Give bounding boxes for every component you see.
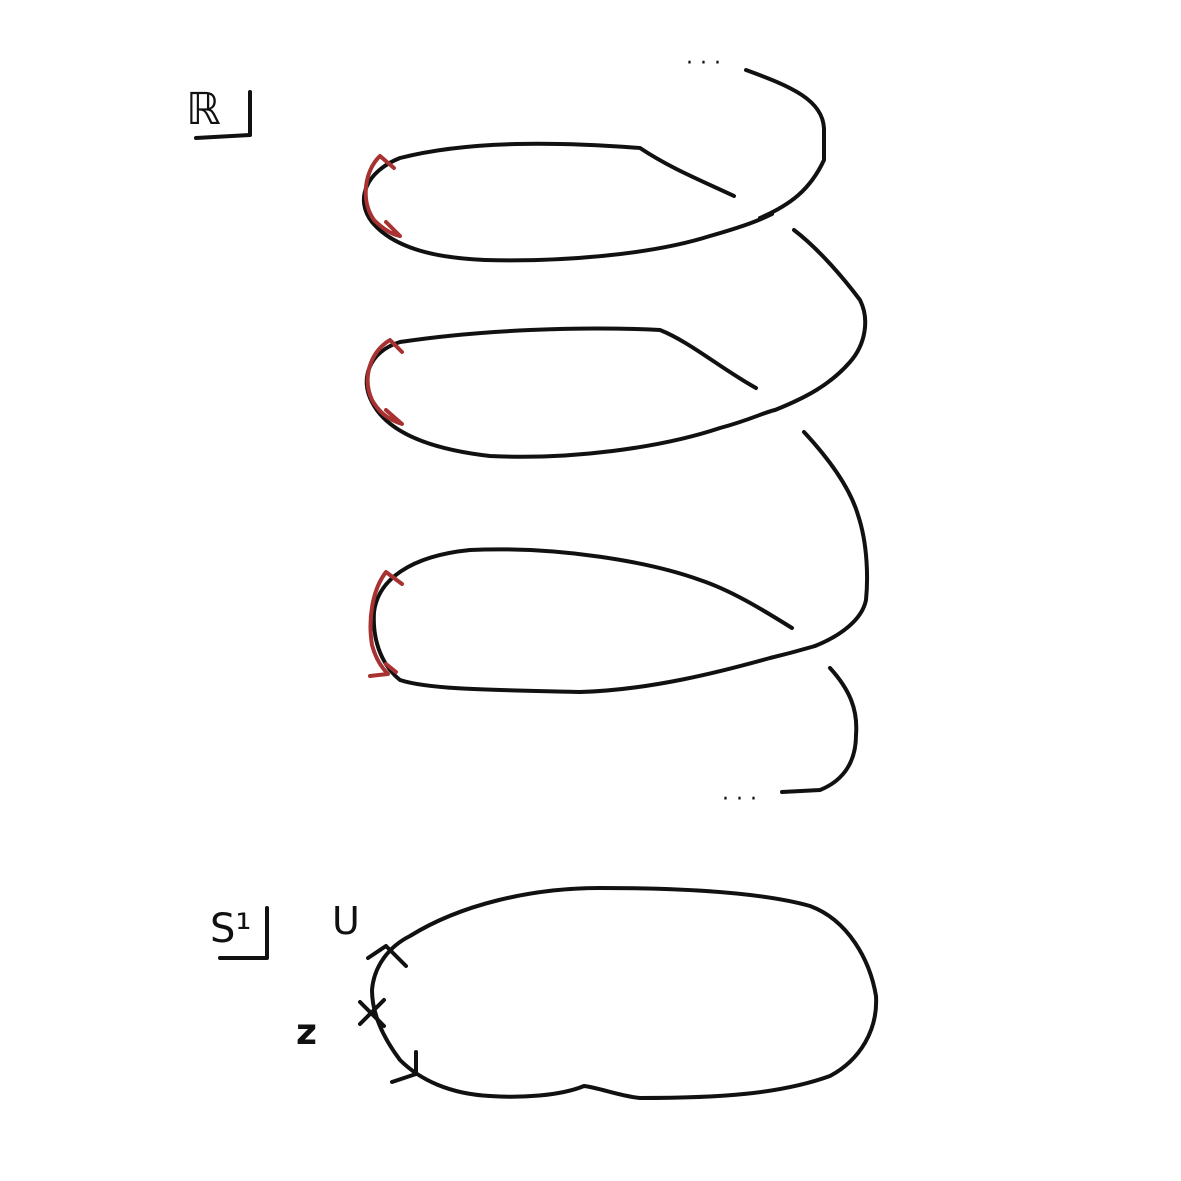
- ellipsis-top: · · ·: [686, 51, 721, 76]
- covering-space-corner: [194, 90, 252, 140]
- helix-loop-2: [364, 326, 777, 459]
- label-base-space: S¹: [210, 906, 269, 960]
- base-circle: [358, 886, 879, 1100]
- base-circle-outline: [370, 886, 879, 1100]
- neighborhood-tick-top: [366, 944, 408, 968]
- point-z-cross: [358, 998, 386, 1028]
- point-label: z: [296, 1012, 317, 1053]
- helix-top-tail: [744, 68, 826, 220]
- neighborhood-tick-bottom: [390, 1050, 418, 1084]
- base-space-corner: [218, 906, 269, 960]
- helix-loop-1: [361, 141, 774, 263]
- preimage-arcs: [363, 154, 404, 678]
- helix-connector-2: [802, 430, 870, 648]
- neighborhood-label: U: [332, 899, 360, 943]
- helix-bottom-tail: [780, 666, 859, 794]
- preimage-arc-1: [363, 154, 402, 238]
- preimage-arc-2: [365, 338, 404, 426]
- helix-connector-1: [773, 228, 868, 412]
- preimage-arc-3: [368, 570, 404, 678]
- covering-space-symbol: ℝ: [186, 84, 221, 135]
- ellipsis-bottom: · · ·: [722, 787, 757, 812]
- base-space-symbol: S¹: [210, 906, 251, 952]
- label-covering-space: ℝ: [186, 84, 252, 140]
- helix: [361, 68, 870, 794]
- helix-loop-3: [371, 547, 817, 694]
